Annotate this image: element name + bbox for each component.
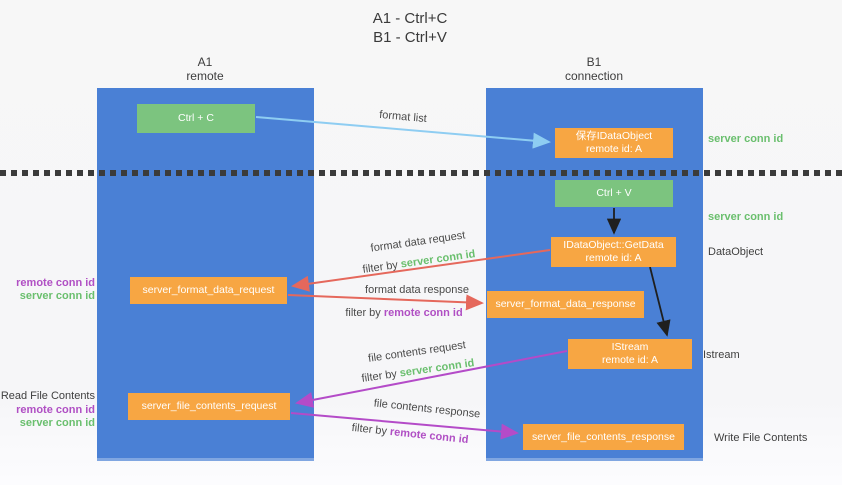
node-server-format-data-request: server_format_data_request (130, 277, 287, 304)
filter-prefix: filter by (361, 258, 402, 276)
save-idataobject-line2: remote id: A (585, 143, 643, 155)
lane-b1-subtitle: connection (564, 69, 624, 83)
lane-a1-title: A1 (197, 55, 213, 69)
annotation-server-conn-id-top: server conn id (708, 133, 784, 145)
remote-conn-id-text: remote conn id (389, 425, 469, 447)
dotted-divider (0, 170, 842, 176)
ctrl-c-label: Ctrl + C (178, 112, 214, 124)
istream-line2: remote id: A (601, 354, 659, 366)
filter-prefix: filter by (345, 307, 384, 319)
lane-header-b1: B1 connection (544, 55, 644, 83)
annotation-read-file-contents: Read File Contents (0, 390, 95, 402)
lane-a1-subtitle: remote (186, 69, 224, 83)
title-line-b1: B1 - Ctrl+V (373, 29, 447, 46)
annotation-remote-conn-id-2: remote conn id (16, 404, 95, 416)
server-conn-id-text: server conn id (398, 357, 476, 380)
remote-conn-id-text: remote conn id (383, 307, 463, 319)
lane-b1-title: B1 (586, 55, 602, 69)
annotation-istream: Istream (703, 349, 740, 361)
annotation-remote-conn-id-1: remote conn id (16, 277, 95, 289)
node-idataobject-getdata: IDataObject::GetData remote id: A (551, 237, 676, 267)
format-data-response-arrow (287, 294, 484, 311)
annotation-server-conn-id-1: server conn id (19, 290, 95, 302)
node-istream: IStream remote id: A (568, 339, 692, 369)
filter-by-remote-conn-label-2: filter by remote conn id (351, 422, 469, 446)
node-server-file-contents-response: server_file_contents_response (523, 424, 684, 450)
format-request-label: server_format_data_request (142, 284, 275, 296)
format-data-response-label: format data response (365, 284, 469, 296)
ctrl-v-label: Ctrl + V (596, 187, 632, 199)
getdata-line1: IDataObject::GetData (563, 239, 664, 251)
annotation-server-conn-id-mid: server conn id (708, 211, 784, 223)
istream-line1: IStream (611, 341, 649, 353)
server-conn-id-text: server conn id (399, 248, 477, 271)
file-request-label: server_file_contents_request (141, 400, 277, 412)
filter-prefix: filter by (360, 367, 401, 385)
lane-header-a1: A1 remote (155, 55, 255, 83)
file-contents-response-label: file contents response (373, 397, 481, 421)
node-server-format-data-response: server_format_data_response (487, 291, 644, 318)
node-ctrl-v: Ctrl + V (555, 180, 673, 207)
getdata-line2: remote id: A (585, 252, 642, 264)
annotation-dataobject: DataObject (708, 246, 764, 258)
diagram-title: A1 - Ctrl+C B1 - Ctrl+V (340, 9, 480, 47)
filter-prefix: filter by (351, 421, 391, 438)
format-response-label: server_format_data_response (495, 298, 636, 310)
format-list-label: format list (378, 108, 428, 126)
save-idataobject-line1: 保存IDataObject (575, 130, 653, 142)
annotation-server-conn-id-2: server conn id (19, 417, 95, 429)
node-server-file-contents-request: server_file_contents_request (128, 393, 290, 420)
filter-by-remote-conn-label-1: filter by remote conn id (345, 307, 462, 319)
annotation-write-file-contents: Write File Contents (714, 432, 808, 444)
title-line-a1: A1 - Ctrl+C (372, 10, 448, 27)
node-save-idataobject: 保存IDataObject remote id: A (555, 128, 673, 158)
file-response-label: server_file_contents_response (531, 430, 675, 443)
node-ctrl-c: Ctrl + C (137, 104, 255, 133)
